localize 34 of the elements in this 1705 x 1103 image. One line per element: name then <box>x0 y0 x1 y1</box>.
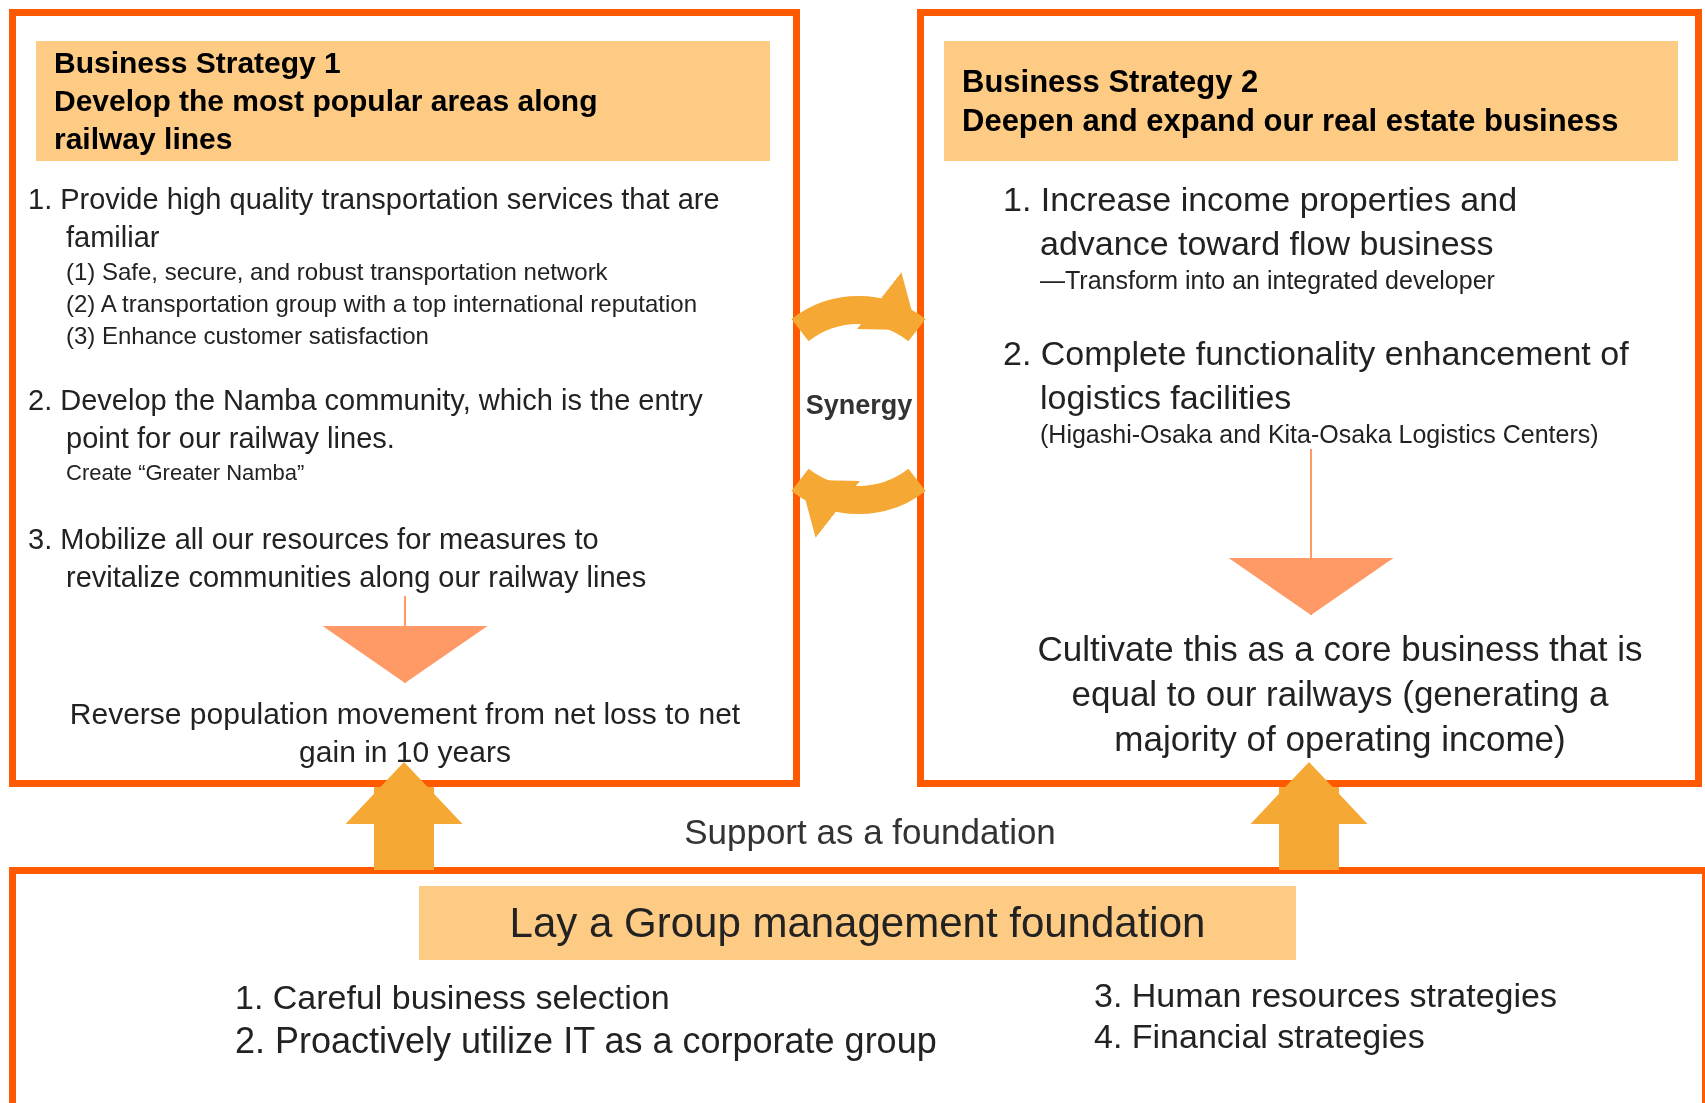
caption-text: Support as a foundation <box>684 812 1056 852</box>
heading-text: Deepen and expand our real estate business <box>962 102 1620 140</box>
synergy-label: Synergy <box>805 389 913 421</box>
header-band <box>944 41 1678 161</box>
sub-item: Create “Greater Namba” <box>65 459 306 487</box>
sub-item: (Higashi-Osaka and Kita-Osaka Logistics Centers) <box>1039 419 1600 449</box>
sub-item: (3) Enhance customer satisfaction <box>65 321 430 351</box>
list-item: 3. Mobilize all our resources for measures to revitalize communities along our railway lines <box>28 522 648 595</box>
result-text: Reverse population movement from net loss to net gain in 10 years <box>68 696 742 770</box>
heading-text: Lay a Group management foundation <box>509 898 1206 948</box>
list-item: 2. Proactively utilize IT as a corporate group <box>235 1019 938 1063</box>
heading-text: Develop the most popular areas along railway lines <box>54 83 599 157</box>
list-item: 1. Increase income properties and advance toward flow business <box>1003 179 1519 264</box>
arrow <box>1228 448 1394 616</box>
list-item: 2. Develop the Namba community, which is the entry point for our railway lines. <box>28 383 704 456</box>
strategy-panel <box>917 9 1702 787</box>
list-item: 2. Complete functionality enhancement of logistics facilities <box>1003 333 1630 418</box>
list-item: 1. Careful business selection <box>235 977 671 1018</box>
block-arrow <box>1250 762 1368 870</box>
strategy-panel <box>9 9 800 787</box>
sub-item: (2) A transportation group with a top international reputation <box>65 289 699 319</box>
block-arrow <box>345 762 463 870</box>
list-item: 1. Provide high quality transportation services that are familiar <box>28 182 721 255</box>
sub-item: —Transform into an integrated developer <box>1039 265 1496 295</box>
header-band <box>36 41 770 161</box>
result-text: Cultivate this as a core business that is equal to our railways (generating a majority of operating income) <box>1036 628 1644 760</box>
arrow <box>322 595 488 684</box>
heading-text: Business Strategy 1 <box>54 45 342 81</box>
header-band <box>419 886 1296 960</box>
list-item: 3. Human resources strategies <box>1094 975 1558 1016</box>
list-item: 4. Financial strategies <box>1094 1016 1426 1057</box>
foundation-panel <box>9 867 1705 1103</box>
heading-text: Business Strategy 2 <box>962 63 1260 101</box>
sub-item: (1) Safe, secure, and robust transportation network <box>65 257 609 287</box>
